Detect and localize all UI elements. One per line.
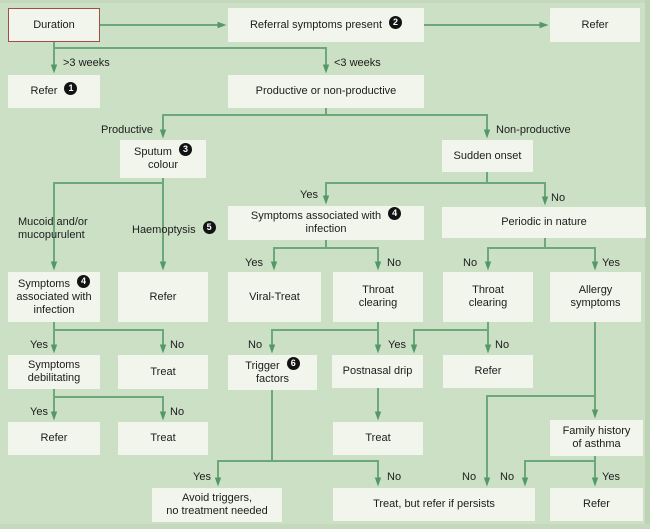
edge-label-no-throatcenter: No — [387, 257, 402, 269]
node-symptoms-debilitating[interactable]: Symptoms debilitating — [8, 355, 100, 389]
connector-sudden-symptomscenter — [322, 172, 488, 205]
edge-label-no-treat2: No — [170, 406, 185, 418]
node-treat-but-refer[interactable]: Treat, but refer if persists — [333, 488, 535, 521]
badge-3-icon: 3 — [178, 143, 192, 156]
node-refer-family-yes[interactable]: Refer — [550, 488, 643, 521]
node-postnasal-drip[interactable]: Postnasal drip — [332, 355, 423, 388]
node-avoid-triggers[interactable]: Avoid triggers, no treatment needed — [152, 488, 282, 522]
connector-throatcenter-trigger — [268, 329, 378, 354]
edge-label-no-sudden: No — [551, 192, 566, 204]
connector-symptomscenter-viral — [270, 240, 327, 271]
edge-label-productive: Productive — [101, 124, 153, 136]
connector-sputum-symptomsleft — [50, 178, 164, 271]
badge-4b-icon: 4 — [76, 274, 90, 288]
connector-periodic-throat — [484, 238, 546, 271]
connector-symptomsleft-treat — [54, 329, 167, 354]
node-periodic-in-nature[interactable]: Periodic in nature — [442, 207, 646, 238]
node-throat-clearing-right[interactable]: Throat clearing — [443, 272, 533, 322]
node-family-history[interactable]: Family history of asthma — [550, 420, 643, 456]
node-allergy-symptoms[interactable]: Allergy symptoms — [550, 272, 641, 322]
connector-throatright-postnasal — [410, 329, 488, 354]
edge-label-yes-refer2: Yes — [30, 406, 48, 418]
edge-label-yes-debilitating: Yes — [30, 339, 48, 351]
connector-productive-sputum — [159, 108, 327, 139]
node-productive-or-non[interactable]: Productive or non-productive — [228, 75, 424, 108]
connector-periodic-allergy — [545, 247, 599, 271]
edge-label-no-trigger: No — [248, 339, 263, 351]
top-edge — [0, 0, 650, 3]
badge-5-icon: 5 — [202, 221, 216, 234]
connector-family-treatrefer — [521, 460, 595, 487]
edge-label-yes-sudden: Yes — [300, 189, 318, 201]
node-sudden-onset[interactable]: Sudden onset — [442, 140, 533, 172]
edge-label-yes-viral: Yes — [245, 257, 263, 269]
connector-sudden-periodic — [487, 182, 549, 206]
node-refer-haemoptysis[interactable]: Refer — [118, 272, 208, 322]
edge-label-no-treatrefer: No — [387, 471, 402, 483]
edge-label-yes-avoid: Yes — [193, 471, 211, 483]
right-edge — [645, 0, 650, 529]
node-throat-clearing-center[interactable]: Throat clearing — [333, 272, 423, 322]
badge-6-icon: 6 — [286, 356, 300, 370]
edge-label-gt3weeks: >3 weeks — [63, 57, 110, 69]
node-treat-debilitating-no[interactable]: Treat — [118, 422, 208, 455]
edge-label-no-treat1: No — [170, 339, 185, 351]
bottom-edge — [0, 524, 650, 529]
connector-allergy-treatrefer — [483, 395, 595, 487]
edge-label-yes-refer3: Yes — [602, 471, 620, 483]
node-duration[interactable]: Duration — [8, 8, 100, 42]
edge-label-non-productive: Non-productive — [496, 124, 571, 136]
connector-trigger-avoid — [214, 390, 273, 487]
node-viral-treat[interactable]: Viral-Treat — [228, 272, 321, 322]
node-treat-postnasal[interactable]: Treat — [333, 422, 423, 455]
edge-label-yes-allergy: Yes — [602, 257, 620, 269]
badge-4-icon: 4 — [388, 207, 402, 220]
connector-productive-sudden — [326, 114, 491, 139]
badge-2-icon: 2 — [389, 15, 403, 29]
badge-1-icon: 1 — [64, 82, 78, 95]
edge-label-mucoid: Mucoid and/or mucopurulent — [18, 216, 88, 241]
connector-trigger-treatrefer — [272, 460, 382, 487]
node-treat-infection-no[interactable]: Treat — [118, 355, 208, 389]
edge-label-no-referright: No — [495, 339, 510, 351]
node-refer-debilitating[interactable]: Refer — [8, 422, 100, 455]
edge-label-yes-postnasal: Yes — [388, 339, 406, 351]
edge-label-no-throatright: No — [463, 257, 478, 269]
connector-duration-productive — [54, 47, 330, 74]
node-refer-throat-right[interactable]: Refer — [443, 355, 533, 388]
connector-symptomscenter-throat — [326, 247, 382, 271]
node-refer-top[interactable]: Refer — [550, 8, 640, 42]
edge-label-no-allergybranch: No — [462, 471, 477, 483]
edge-label-lt3weeks: <3 weeks — [334, 57, 381, 69]
connector-debilitating-treat — [54, 396, 167, 421]
edge-label-no-family: No — [500, 471, 515, 483]
